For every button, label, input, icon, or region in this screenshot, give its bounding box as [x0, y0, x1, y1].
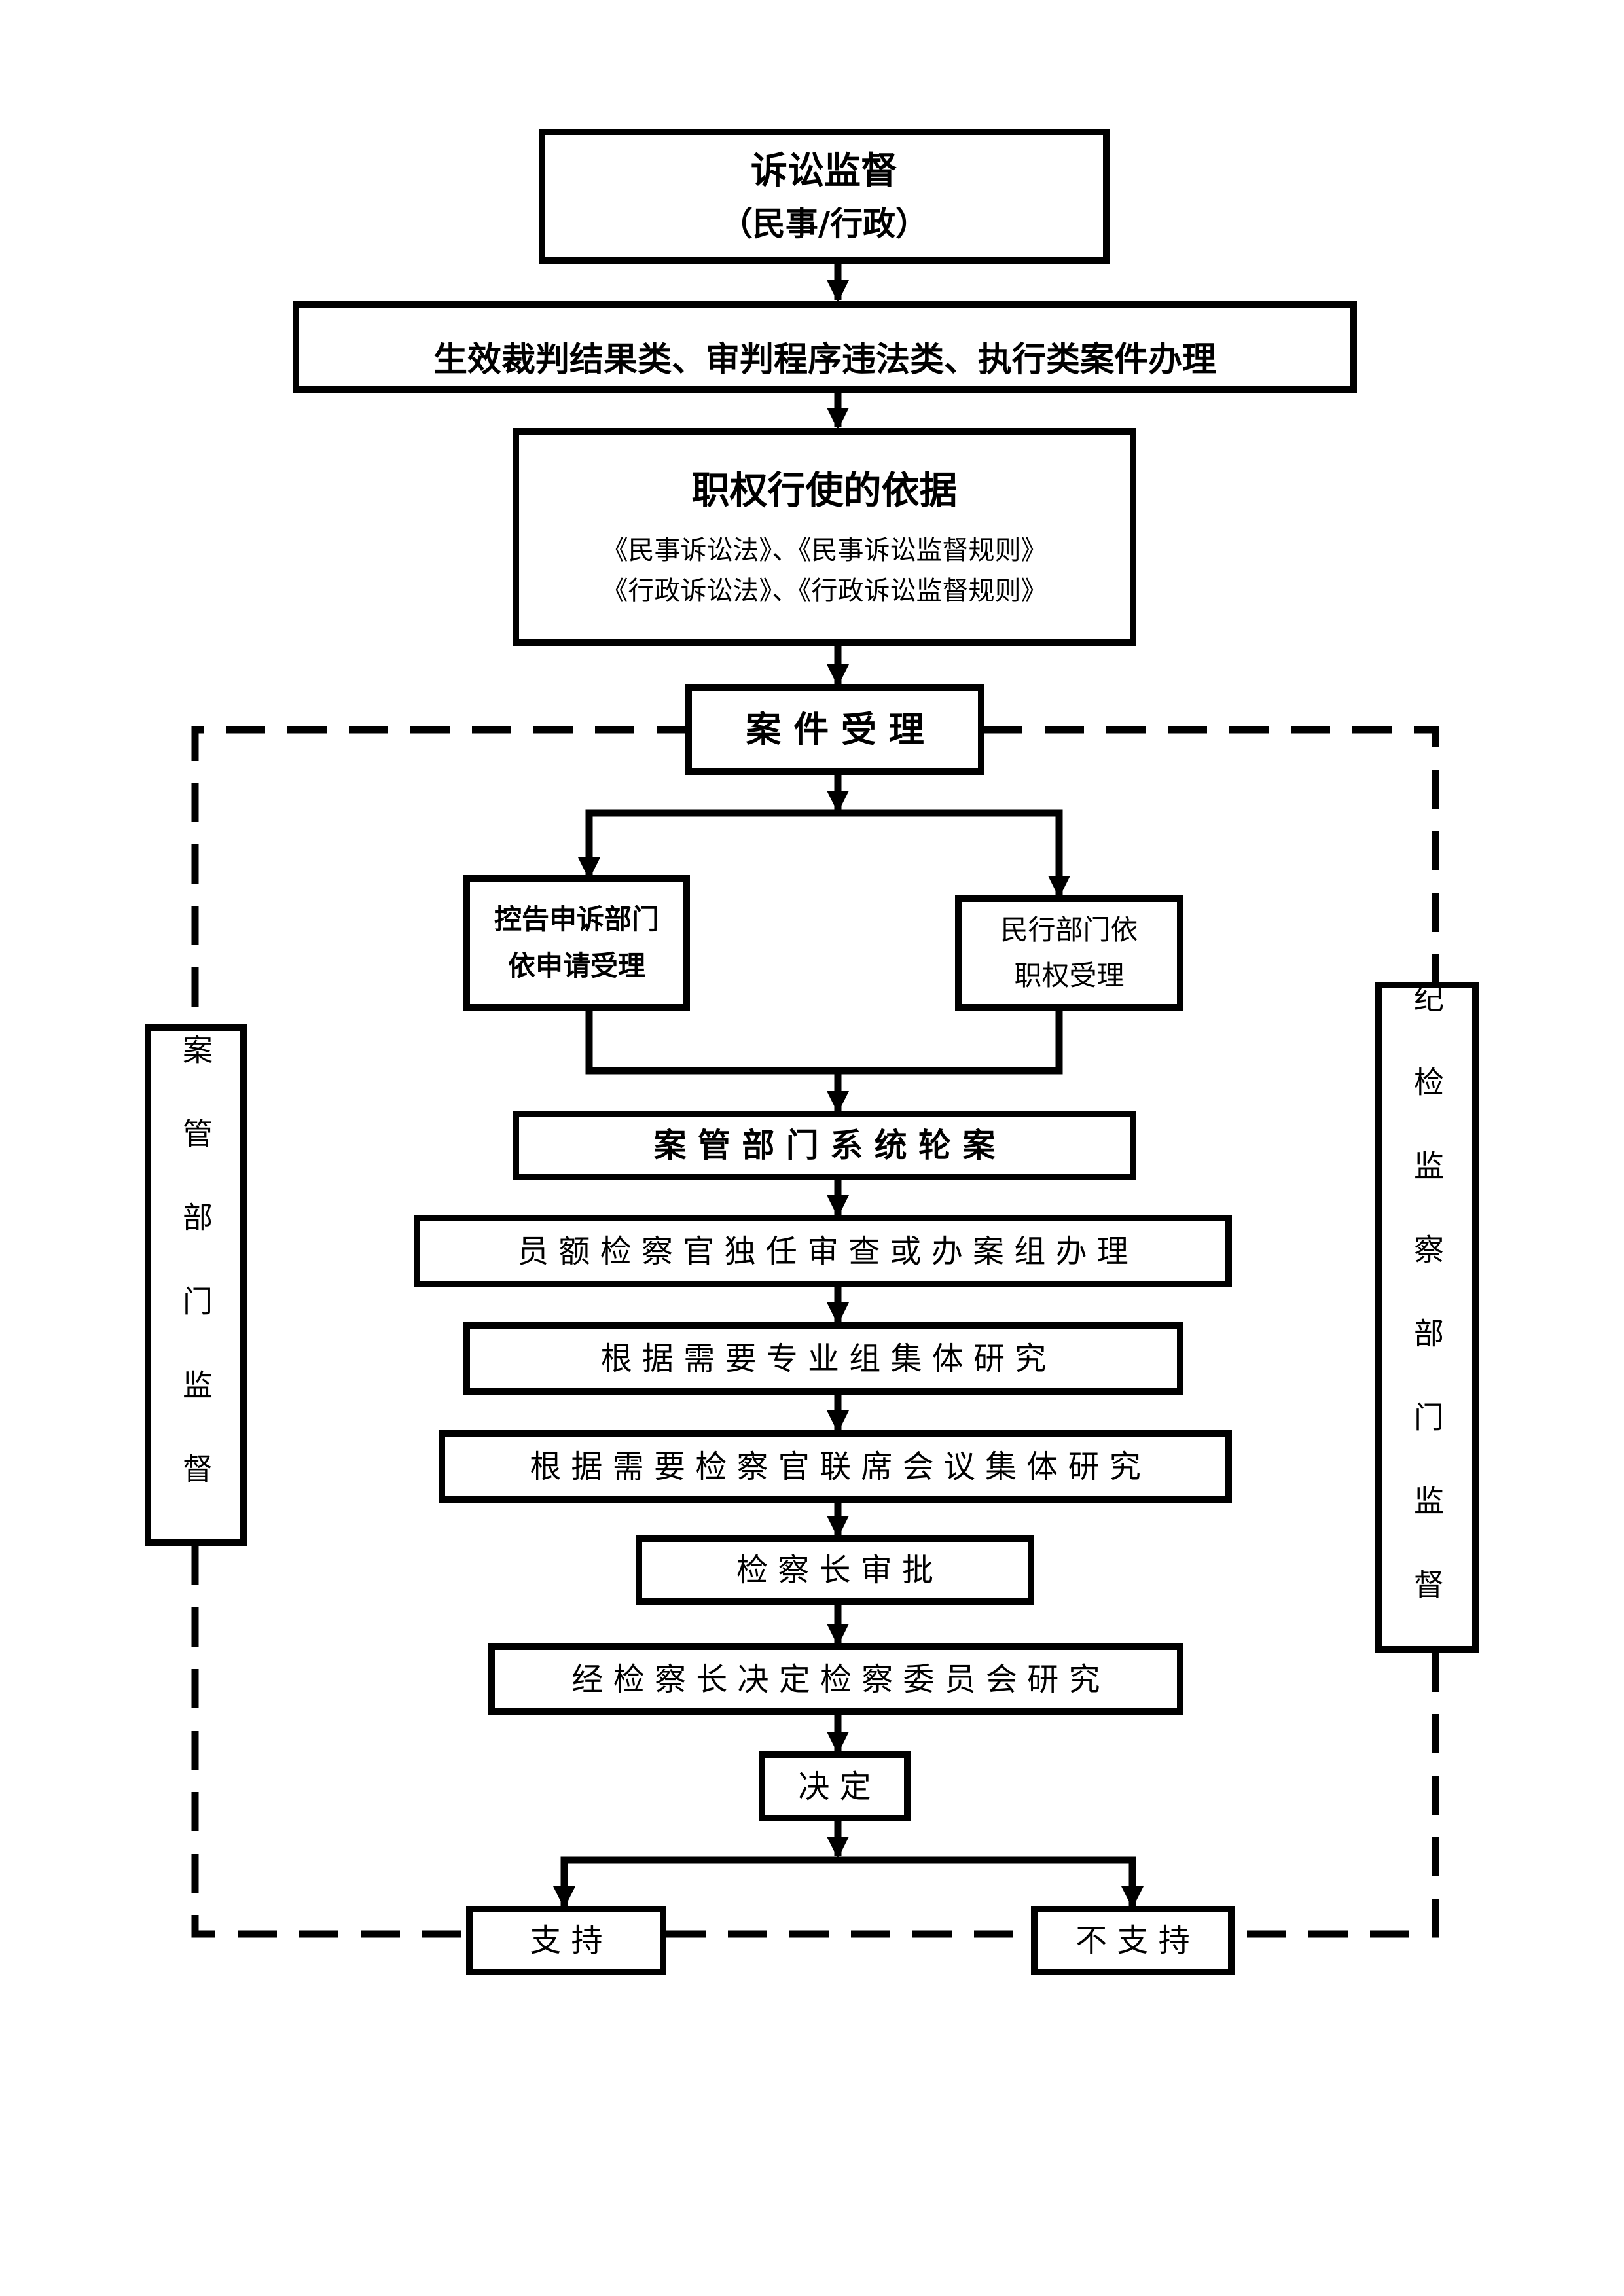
case-types-box: 生效裁判结果类、审判程序违法类、执行类案件办理 — [293, 301, 1357, 393]
civil-admin-department-box: 民行部门依 职权受理 — [955, 895, 1183, 1011]
joint-meeting-box: 根 据 需 要 检 察 官 联 席 会 议 集 体 研 究 — [439, 1430, 1232, 1503]
committee-study-box: 经 检 察 长 决 定 检 察 委 员 会 研 究 — [488, 1643, 1183, 1715]
civil-admin-department-line2: 职权受理 — [1014, 960, 1125, 992]
supervision-frame — [191, 726, 1439, 1938]
litigation-supervision-box: 诉讼监督 （民事/行政） — [539, 129, 1110, 264]
complaint-department-box: 控告申诉部门 依申请受理 — [463, 875, 690, 1011]
basis-box: 职权行使的依据 《民事诉讼法》、《民事诉讼监督规则》 《行政诉讼法》、《行政诉讼… — [513, 428, 1136, 646]
litigation-supervision-subtitle: （民事/行政） — [719, 204, 929, 243]
not-support-box: 不 支 持 — [1031, 1906, 1235, 1975]
joint-meeting-text: 根 据 需 要 检 察 官 联 席 会 议 集 体 研 究 — [530, 1448, 1141, 1485]
flow-arrows — [553, 262, 1144, 1909]
prosecutor-handling-box: 员 额 检 察 官 独 任 审 查 或 办 案 组 办 理 — [414, 1215, 1232, 1287]
decision-text: 决 定 — [798, 1768, 871, 1805]
discipline-supervision-text: 纪检监察部门监督 — [1409, 982, 1445, 1653]
group-study-box: 根 据 需 要 专 业 组 集 体 研 究 — [463, 1322, 1183, 1395]
chief-approval-box: 检 察 长 审 批 — [636, 1535, 1034, 1605]
prosecutor-handling-text: 员 额 检 察 官 独 任 审 查 或 办 案 组 办 理 — [517, 1232, 1128, 1270]
support-box: 支 持 — [466, 1906, 666, 1975]
civil-admin-department-line1: 民行部门依 — [1000, 913, 1138, 946]
support-text: 支 持 — [530, 1922, 603, 1959]
case-rotation-box: 案 管 部 门 系 统 轮 案 — [513, 1111, 1136, 1180]
case-types-text: 生效裁判结果类、审判程序违法类、执行类案件办理 — [433, 340, 1216, 380]
discipline-supervision-box: 纪检监察部门监督 — [1375, 982, 1479, 1653]
not-support-text: 不 支 持 — [1075, 1922, 1190, 1959]
decision-box: 决 定 — [759, 1751, 911, 1821]
case-acceptance-text: 案 件 受 理 — [746, 708, 924, 750]
basis-law-administrative: 《行政诉讼法》、《行政诉讼监督规则》 — [602, 575, 1047, 606]
case-rotation-text: 案 管 部 门 系 统 轮 案 — [653, 1126, 996, 1164]
case-acceptance-box: 案 件 受 理 — [685, 684, 984, 775]
basis-title: 职权行使的依据 — [691, 468, 958, 513]
group-study-text: 根 据 需 要 专 业 组 集 体 研 究 — [600, 1340, 1047, 1377]
case-management-supervision-box: 案管部门监督 — [145, 1024, 247, 1546]
complaint-department-line2: 依申请受理 — [507, 949, 645, 982]
complaint-department-line1: 控告申诉部门 — [494, 903, 659, 935]
chief-approval-text: 检 察 长 审 批 — [736, 1552, 934, 1588]
basis-law-civil: 《民事诉讼法》、《民事诉讼监督规则》 — [602, 535, 1047, 565]
litigation-supervision-title: 诉讼监督 — [751, 149, 897, 192]
case-management-supervision-text: 案管部门监督 — [178, 1033, 213, 1537]
committee-study-text: 经 检 察 长 决 定 检 察 委 员 会 研 究 — [571, 1660, 1100, 1698]
